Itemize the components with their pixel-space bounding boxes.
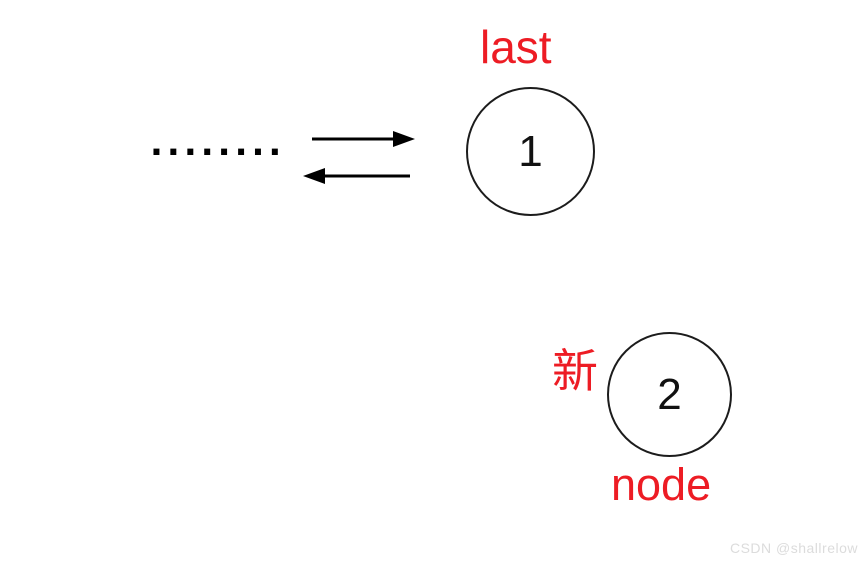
new-label: 新	[552, 345, 598, 397]
bidirectional-arrows	[303, 131, 415, 184]
arrow-left-icon	[303, 168, 410, 184]
node-2-circle: 2	[607, 332, 732, 457]
last-label: last	[480, 21, 552, 73]
node-1-value: 1	[518, 126, 543, 176]
node-2-value: 2	[657, 369, 682, 419]
node-text-label: node	[611, 459, 712, 510]
ellipsis-dots: ........	[150, 124, 286, 164]
node-1-circle: 1	[466, 87, 595, 216]
watermark: CSDN @shallrelow	[729, 540, 858, 556]
arrow-right-icon	[312, 131, 415, 147]
